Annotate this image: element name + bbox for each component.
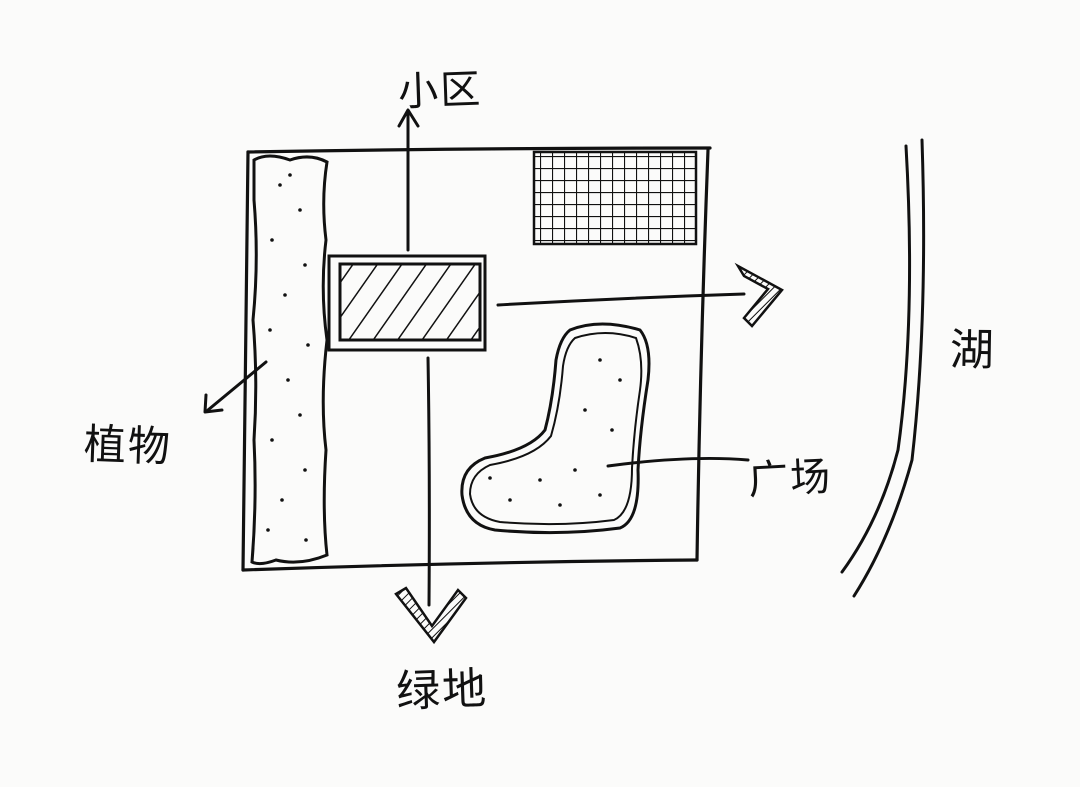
plaza-area <box>460 322 651 535</box>
central-building <box>327 254 487 352</box>
hatched-stub-east <box>734 262 784 328</box>
grid-block <box>532 150 698 246</box>
lake-shoreline <box>840 138 926 598</box>
site-boundary <box>241 146 712 572</box>
label-lake: 湖 <box>949 324 997 377</box>
label-green-space: 绿地 <box>395 663 490 718</box>
hatched-stub-south <box>394 586 468 645</box>
label-residential: 小区 <box>397 66 483 116</box>
plant-strip <box>250 154 329 566</box>
connector-lines <box>203 108 750 607</box>
arrowhead-plants <box>203 393 224 414</box>
line-to-green-space <box>426 356 431 607</box>
arrowhead-up <box>397 108 420 128</box>
label-plants: 植物 <box>83 419 173 472</box>
plaza-leader <box>606 456 750 468</box>
plants-leader <box>206 360 268 412</box>
line-to-east <box>496 292 746 307</box>
label-plaza: 广场 <box>747 453 834 505</box>
